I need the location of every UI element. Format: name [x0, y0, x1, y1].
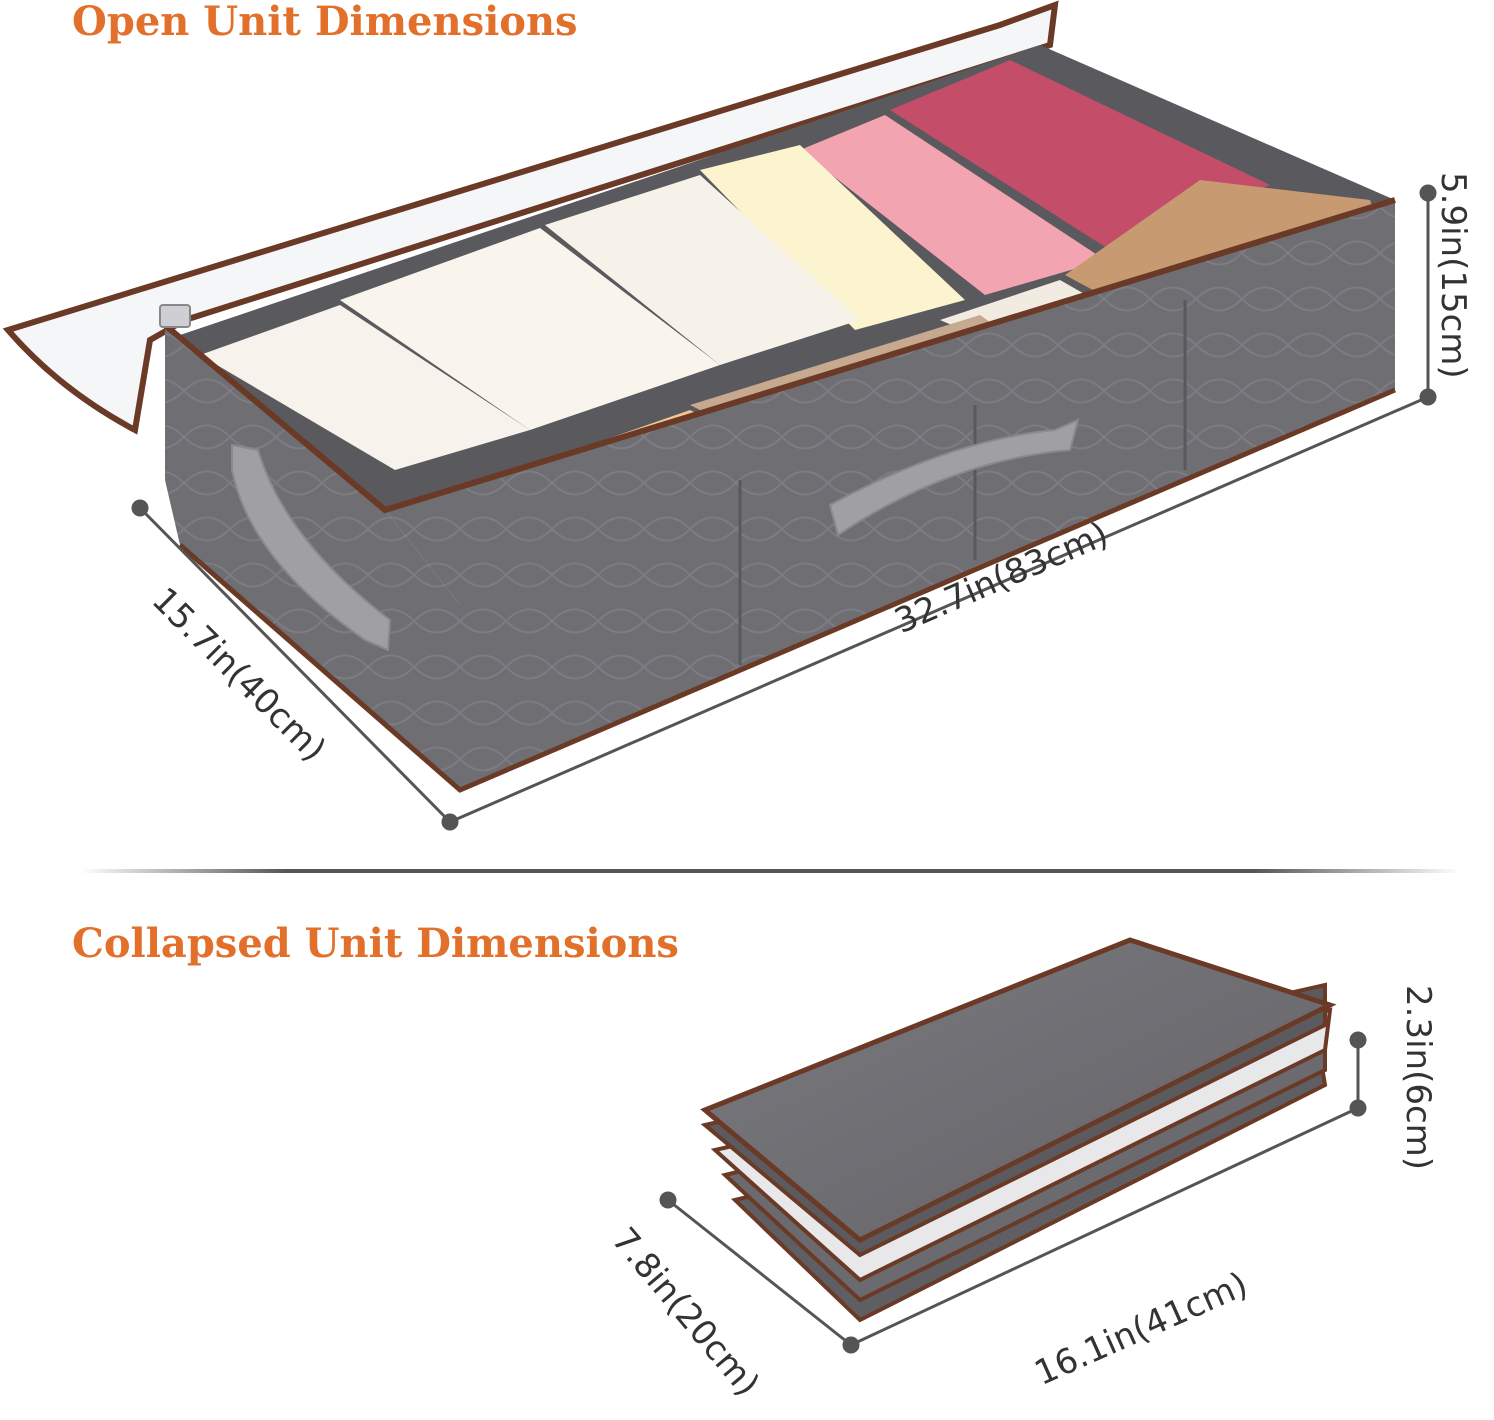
collapsed-storage-box [700, 937, 1337, 1323]
open-unit-title: Open Unit Dimensions [72, 0, 578, 45]
collapsed-height-label: 2.3in(6cm) [1398, 985, 1438, 1171]
open-lid [2, 0, 1059, 435]
front-handle-icon [828, 418, 1080, 537]
collapsed-unit-title: Collapsed Unit Dimensions [72, 920, 679, 967]
section-divider [80, 869, 1460, 873]
collapsed-dimension-lines [659, 1031, 1367, 1354]
open-height-label: 5.9in(15cm) [1433, 172, 1473, 379]
zipper-pull-icon [159, 304, 191, 328]
open-storage-box [2, 0, 1396, 793]
open-dimension-lines [131, 184, 1437, 831]
side-handle-icon [231, 443, 392, 652]
